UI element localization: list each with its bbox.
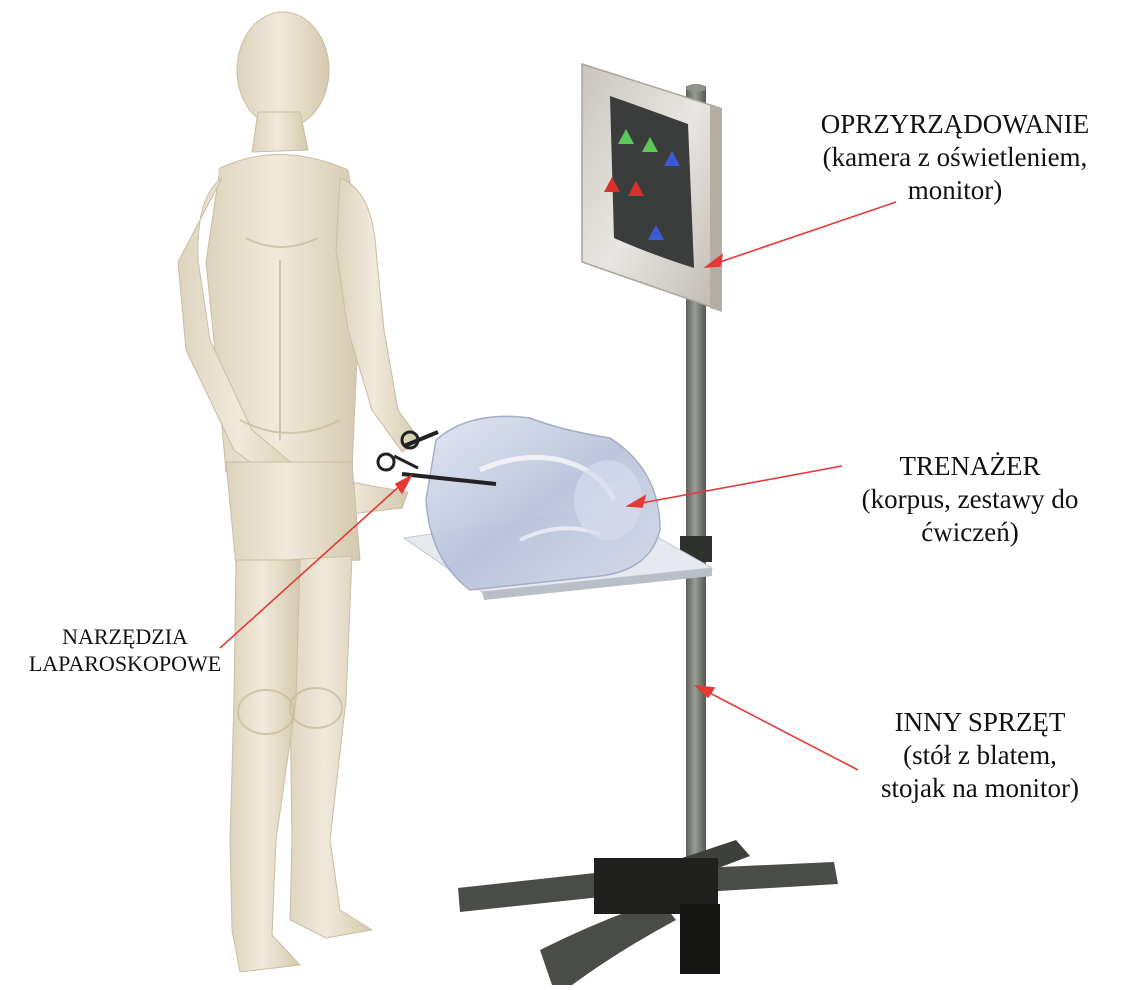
arrow-instrumentation bbox=[706, 202, 896, 267]
label-trainer-line2: (korpus, zestawy do bbox=[820, 483, 1120, 516]
label-other-equipment-title: INNY SPRZĘT bbox=[835, 706, 1125, 739]
monitor bbox=[582, 64, 722, 312]
human-figure bbox=[178, 12, 420, 972]
label-other-equipment-line3: stojak na monitor) bbox=[835, 772, 1125, 805]
arrow-other-equipment bbox=[696, 686, 858, 770]
figure-neck bbox=[252, 112, 308, 152]
label-trainer-title: TRENAŻER bbox=[820, 450, 1120, 483]
label-instrumentation-title: OPRZYRZĄDOWANIE bbox=[790, 108, 1120, 141]
label-instrumentation: OPRZYRZĄDOWANIE (kamera z oświetleniem, … bbox=[790, 108, 1120, 207]
trainer-body bbox=[426, 416, 660, 590]
label-instrumentation-line2: (kamera z oświetleniem, bbox=[790, 141, 1120, 174]
label-other-equipment: INNY SPRZĘT (stół z blatem, stojak na mo… bbox=[835, 706, 1125, 805]
arrow-trainer bbox=[628, 466, 842, 507]
label-other-equipment-line2: (stół z blatem, bbox=[835, 739, 1125, 772]
label-tools: NARZĘDZIA LAPAROSKOPOWE bbox=[0, 624, 250, 678]
label-trainer-line3: ćwiczeń) bbox=[820, 516, 1120, 549]
label-tools-line2: LAPAROSKOPOWE bbox=[0, 651, 250, 678]
label-trainer: TRENAŻER (korpus, zestawy do ćwiczeń) bbox=[820, 450, 1120, 549]
figure-leg-left bbox=[230, 560, 300, 972]
figure-head bbox=[237, 12, 329, 128]
label-tools-line1: NARZĘDZIA bbox=[0, 624, 250, 651]
figure-hips bbox=[226, 462, 360, 566]
label-instrumentation-line3: monitor) bbox=[790, 174, 1120, 207]
